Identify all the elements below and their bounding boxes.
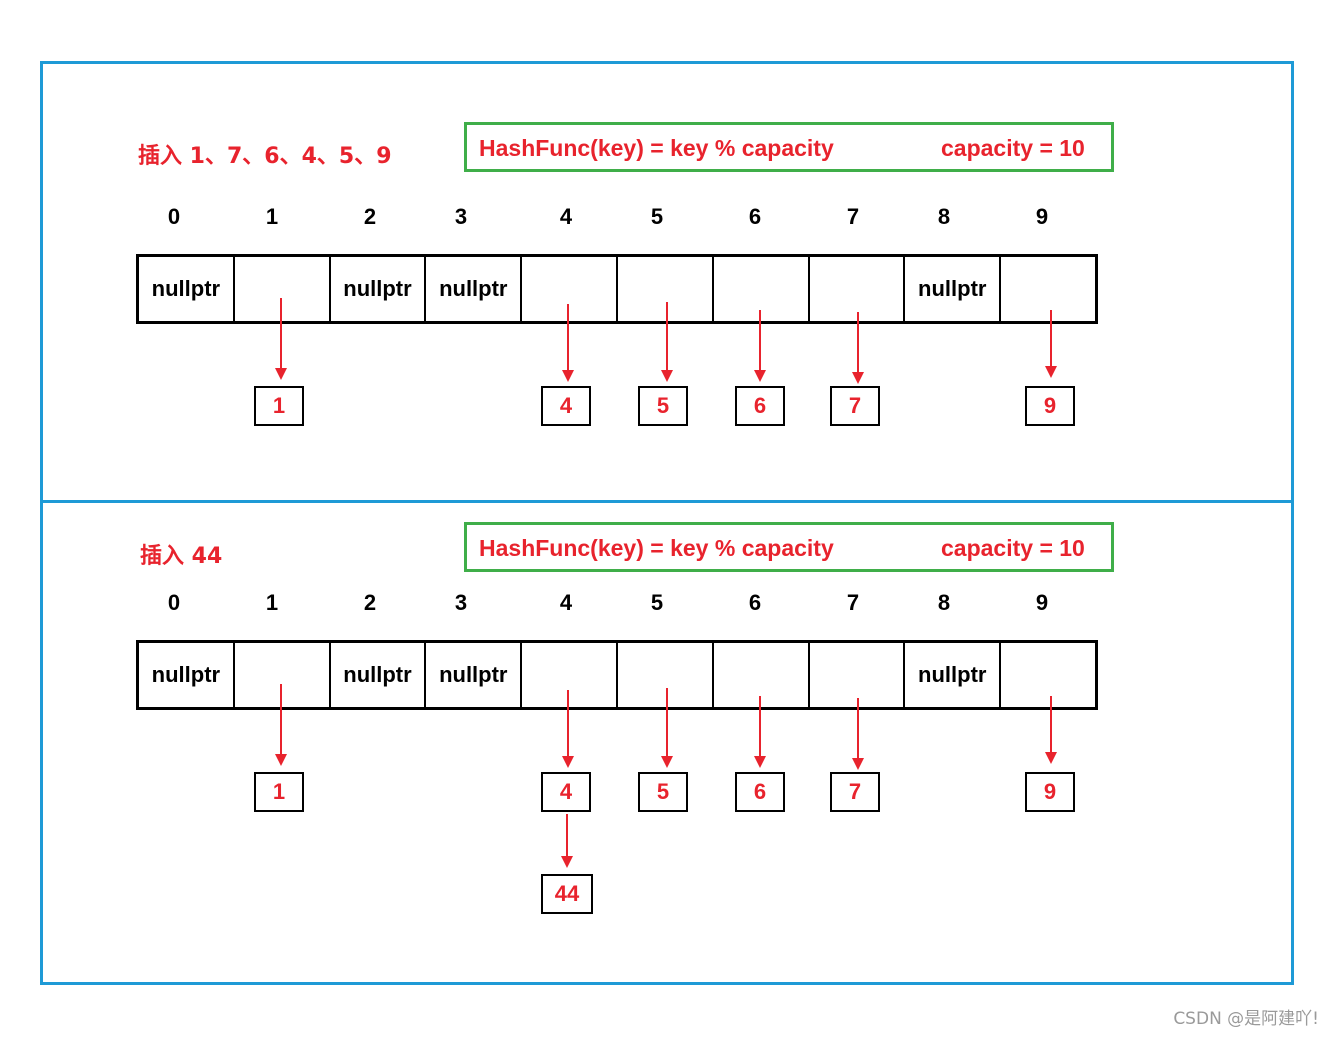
bottom-node-1: 1 [254,772,304,812]
top-capacity-text: capacity = 10 [941,135,1085,161]
top-index-3: 3 [454,204,468,229]
bottom-index-1: 1 [265,590,279,615]
diagram-frame [40,61,1294,985]
top-index-8: 8 [937,204,951,229]
bottom-node-6: 6 [735,772,785,812]
chain-arrow-4-to-44 [561,814,573,868]
bottom-bucket-1 [235,643,331,707]
bottom-arrow-7 [852,698,864,770]
bottom-capacity-text: capacity = 10 [941,535,1085,561]
bottom-bucket-9 [1001,643,1095,707]
bottom-node-9: 9 [1025,772,1075,812]
top-node-6: 6 [735,386,785,426]
bottom-node-7: 7 [830,772,880,812]
top-formula-box: HashFunc(key) = key % capacity capacity … [464,122,1114,172]
top-index-9: 9 [1035,204,1049,229]
top-bucket-3: nullptr [426,257,523,321]
top-arrow-7 [852,312,864,384]
bottom-index-8: 8 [937,590,951,615]
top-bucket-9 [1001,257,1095,321]
top-bucket-8: nullptr [905,257,1002,321]
bottom-bucket-7 [810,643,906,707]
bottom-hash-table: nullptr nullptr nullptr nullptr [136,640,1098,710]
bottom-arrow-5 [661,688,673,768]
bottom-index-7: 7 [846,590,860,615]
bottom-arrow-4 [562,690,574,768]
bottom-node-4: 4 [541,772,591,812]
bottom-formula-text: HashFunc(key) = key % capacity [479,535,834,561]
bottom-bucket-6 [714,643,810,707]
watermark: CSDN @是阿建吖! [1173,1009,1319,1029]
bottom-arrow-9 [1045,696,1057,764]
top-arrow-6 [754,310,766,382]
bottom-bucket-5 [618,643,714,707]
top-arrow-9 [1045,310,1057,378]
top-node-4: 4 [541,386,591,426]
bottom-index-2: 2 [363,590,377,615]
bottom-index-3: 3 [454,590,468,615]
top-index-7: 7 [846,204,860,229]
bottom-index-9: 9 [1035,590,1049,615]
bottom-index-0: 0 [167,590,181,615]
bottom-node-5: 5 [638,772,688,812]
bottom-index-6: 6 [748,590,762,615]
chained-node-44: 44 [541,874,593,914]
top-index-0: 0 [167,204,181,229]
bottom-bucket-8: nullptr [905,643,1002,707]
bottom-bucket-4 [522,643,618,707]
top-bucket-1 [235,257,331,321]
bottom-title: 插入 44 [140,544,223,569]
top-formula-text: HashFunc(key) = key % capacity [479,135,834,161]
bottom-bucket-3: nullptr [426,643,523,707]
bottom-index-4: 4 [559,590,573,615]
top-bucket-2: nullptr [331,257,427,321]
top-node-7: 7 [830,386,880,426]
section-divider [40,500,1291,503]
top-bucket-4 [522,257,618,321]
top-index-1: 1 [265,204,279,229]
top-bucket-6 [714,257,810,321]
top-title: 插入 1、7、6、4、5、9 [138,144,392,169]
bottom-index-5: 5 [650,590,664,615]
top-index-2: 2 [363,204,377,229]
top-arrow-1 [275,298,287,380]
bottom-formula-box: HashFunc(key) = key % capacity capacity … [464,522,1114,572]
bottom-arrow-1 [275,684,287,766]
top-index-5: 5 [650,204,664,229]
top-bucket-5 [618,257,714,321]
bottom-arrow-6 [754,696,766,768]
top-node-9: 9 [1025,386,1075,426]
top-index-6: 6 [748,204,762,229]
top-index-4: 4 [559,204,573,229]
top-bucket-0: nullptr [139,257,235,321]
bottom-bucket-0: nullptr [139,643,235,707]
top-arrow-5 [661,302,673,382]
top-bucket-7 [810,257,906,321]
top-node-1: 1 [254,386,304,426]
top-hash-table: nullptr nullptr nullptr nullptr [136,254,1098,324]
top-node-5: 5 [638,386,688,426]
top-arrow-4 [562,304,574,382]
bottom-bucket-2: nullptr [331,643,427,707]
